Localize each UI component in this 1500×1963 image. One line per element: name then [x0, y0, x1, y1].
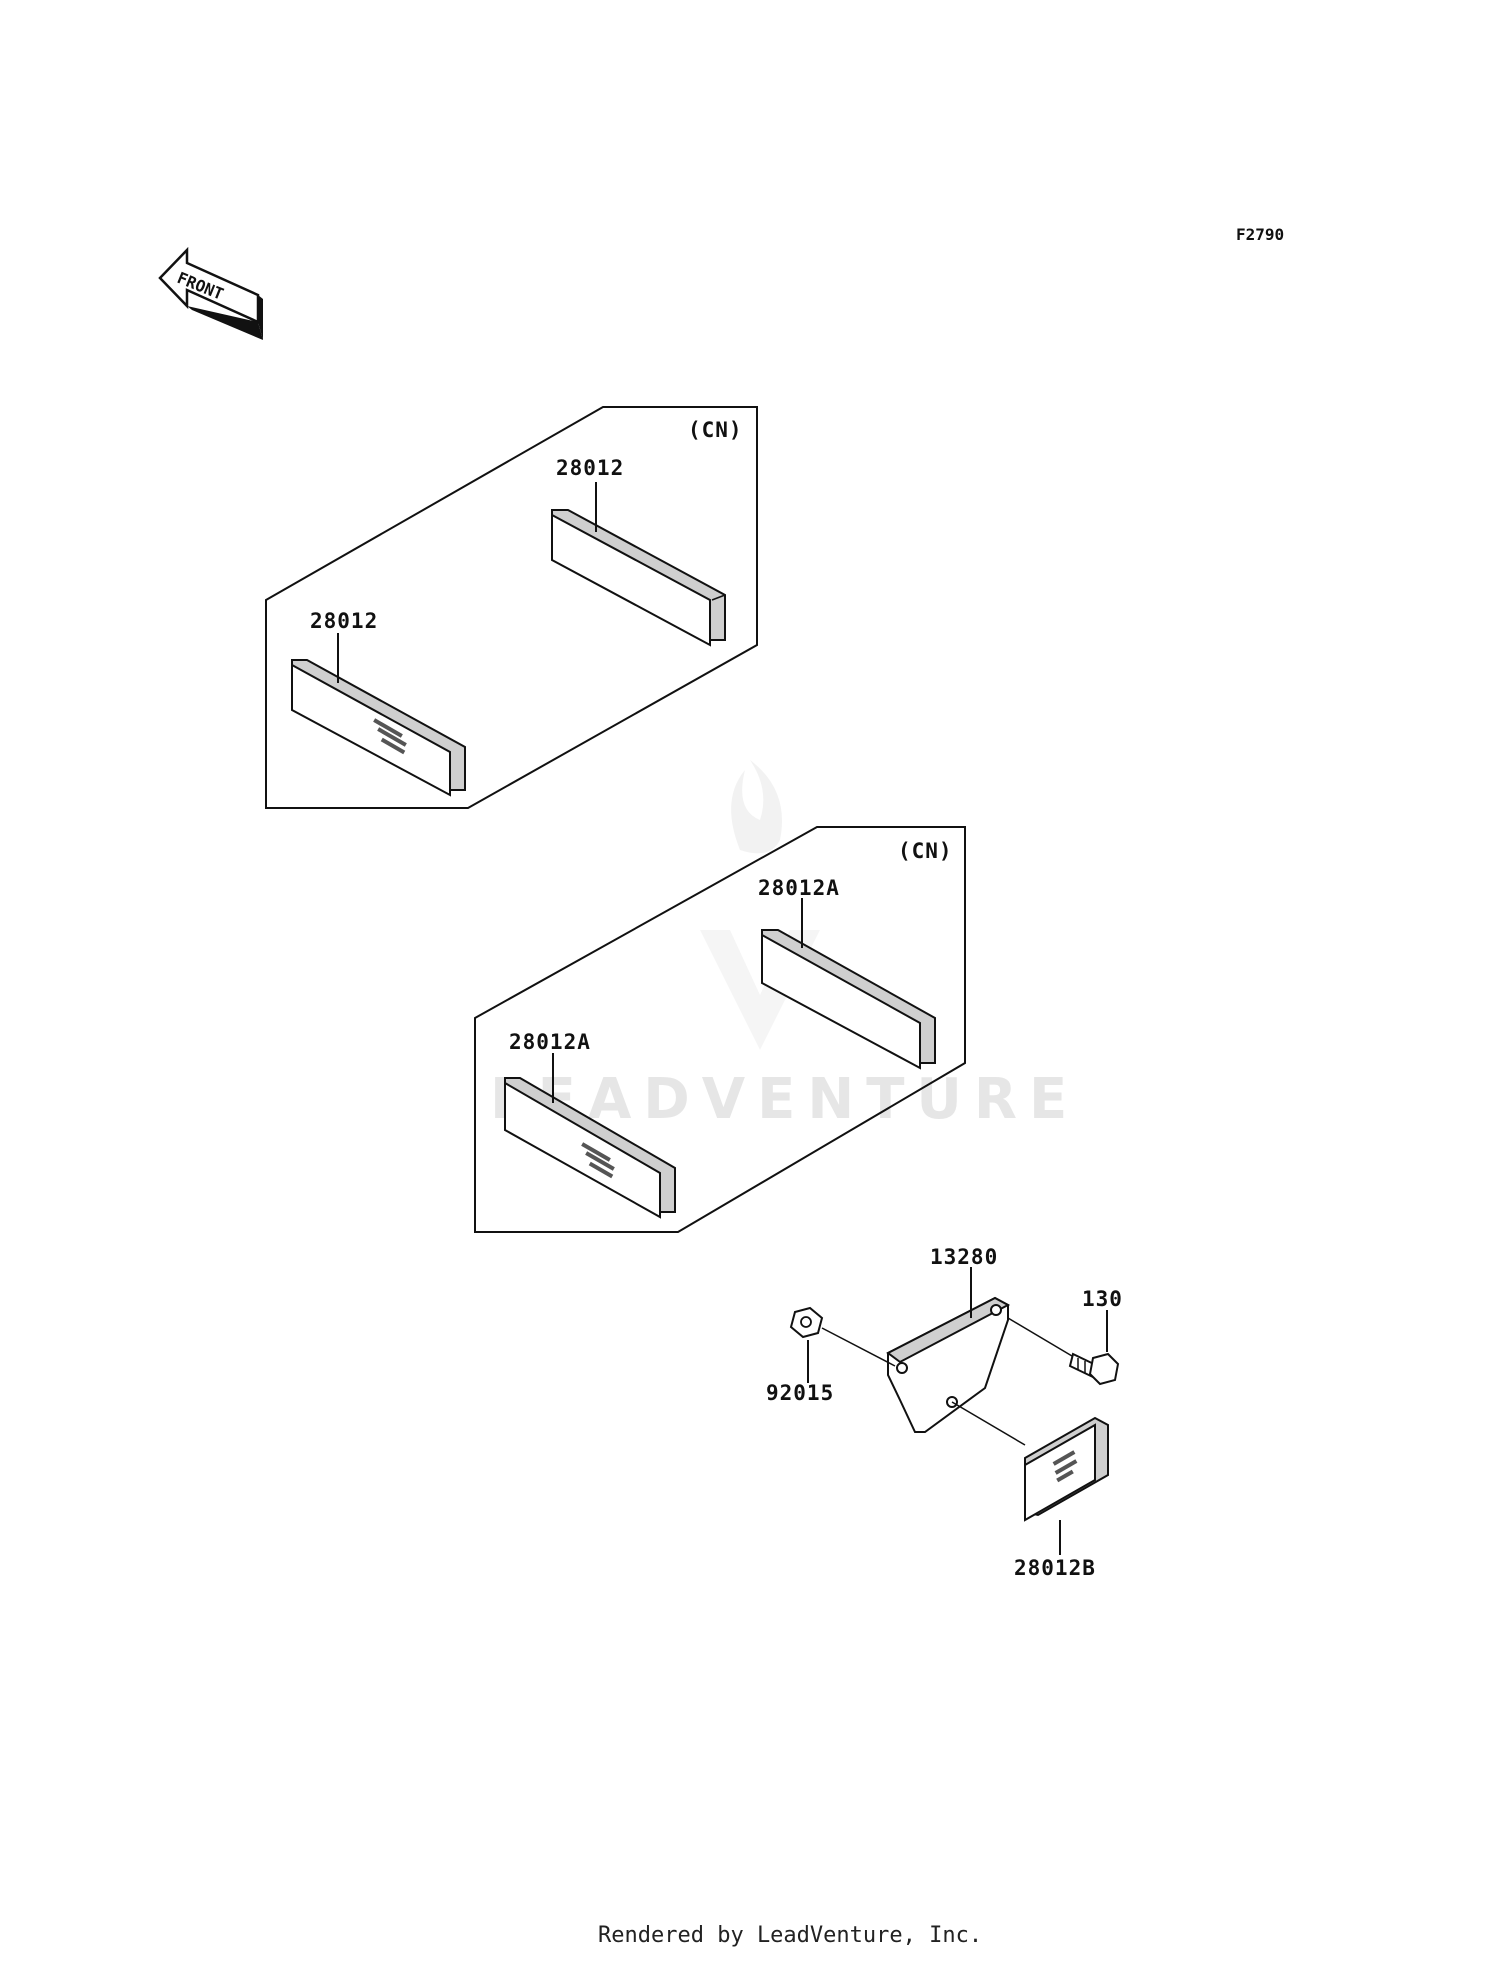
front-arrow-icon: FRONT — [158, 246, 263, 340]
label-130: 130 — [1082, 1287, 1123, 1311]
group-middle-frame — [474, 826, 966, 1233]
nut-92015 — [789, 1306, 824, 1339]
footer-credit: Rendered by LeadVenture, Inc. — [598, 1923, 982, 1948]
reflector-28012A-upper — [761, 929, 936, 1070]
reflector-logo-mark-3 — [1052, 1450, 1078, 1483]
axis-line-bolt — [1007, 1317, 1073, 1357]
bolt-130 — [1068, 1352, 1120, 1386]
label-28012A-upper: 28012A — [758, 876, 840, 900]
label-28012B: 28012B — [1014, 1556, 1096, 1580]
label-13280: 13280 — [930, 1245, 998, 1269]
group-middle: (CN) 28012A 28012A — [474, 826, 966, 1233]
group-top-frame — [265, 406, 758, 809]
label-92015: 92015 — [766, 1381, 834, 1405]
reflector-logo-mark-2 — [581, 1142, 615, 1179]
diagram-id: F2790 — [1236, 225, 1284, 244]
group-top-variant: (CN) — [688, 418, 743, 442]
bracket-13280 — [886, 1296, 1011, 1433]
reflector-logo-mark — [373, 718, 407, 755]
reflector-28012A-lower — [504, 1077, 676, 1219]
label-28012A-lower: 28012A — [509, 1030, 591, 1054]
label-28012-upper: 28012 — [556, 456, 624, 480]
reflector-28012-lower — [291, 659, 466, 797]
bracket-assembly: 13280 92015 130 — [766, 1245, 1123, 1580]
group-middle-variant: (CN) — [898, 839, 953, 863]
axis-line-reflector — [951, 1401, 1026, 1446]
group-top: (CN) 28012 28012 — [265, 406, 758, 809]
reflector-28012B — [1024, 1416, 1109, 1522]
label-28012-lower: 28012 — [310, 609, 378, 633]
reflector-28012-upper — [551, 509, 726, 647]
axis-line-nut — [821, 1327, 896, 1367]
